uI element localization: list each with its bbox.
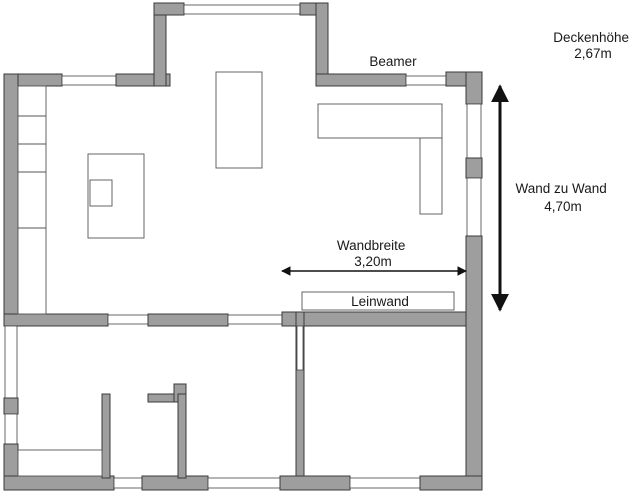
wall-to-wall-label: Wand zu Wand 4,70m [515,181,610,214]
wall-bay-top-left [153,2,185,16]
wall-bottom-4 [419,475,483,491]
wall-bottom-1 [3,475,115,491]
window-bottom-2 [207,477,281,489]
wall-left-lower-mid [3,397,19,415]
partition-right [281,311,467,327]
table-center [215,71,263,169]
left-cabinet-column [17,85,47,315]
partition-left [3,313,109,327]
partition-door-1 [107,314,149,325]
window-bottom-3 [349,477,421,489]
counter-horizontal [317,103,443,139]
projection-screen [301,291,455,311]
wall-corner-right-stub [465,71,483,105]
lower-room-bench [17,449,103,477]
wall-right [465,235,483,491]
wall-left-upper [3,73,19,327]
lower-room-walls [3,325,483,491]
window-top-right [405,75,447,86]
window-left-lower-2 [4,413,18,445]
wall-bottom-3 [279,475,351,491]
partition-door-2 [227,314,283,325]
counter-vertical [419,137,443,215]
ceiling-height-label: Deckenhöhe 2,67m [553,30,633,61]
window-left-lower-1 [4,325,18,399]
window-bay-top [183,4,301,15]
wall-width-value: 3,20m [354,254,392,269]
wall-right-mid [465,157,483,179]
partition-walls [3,311,467,479]
window-bottom-1 [113,477,143,489]
inner-wall-stub-vertical [177,393,187,479]
upper-room-walls [3,2,483,491]
projector-label: Beamer [369,54,417,69]
wall-width-label: Wandbreite 3,20m [337,238,409,269]
table-left-inner [89,179,113,207]
partition-mid [147,313,229,327]
wall-to-wall-title: Wand zu Wand [515,181,606,196]
wall-to-wall-value: 4,70m [544,199,582,214]
ceiling-height-value: 2,67m [574,46,612,61]
inner-wall-left [101,393,111,479]
window-right-upper [466,103,482,159]
wall-top-right [315,73,407,87]
screen-label: Leinwand [351,294,409,309]
ceiling-height-title: Deckenhöhe [553,30,629,45]
wall-bottom-2 [141,475,209,491]
wall-width-title: Wandbreite [337,238,406,253]
partition-vertical-door [296,325,304,371]
window-right-lower [466,177,482,237]
furniture [17,71,443,477]
window-top-left [61,75,117,86]
